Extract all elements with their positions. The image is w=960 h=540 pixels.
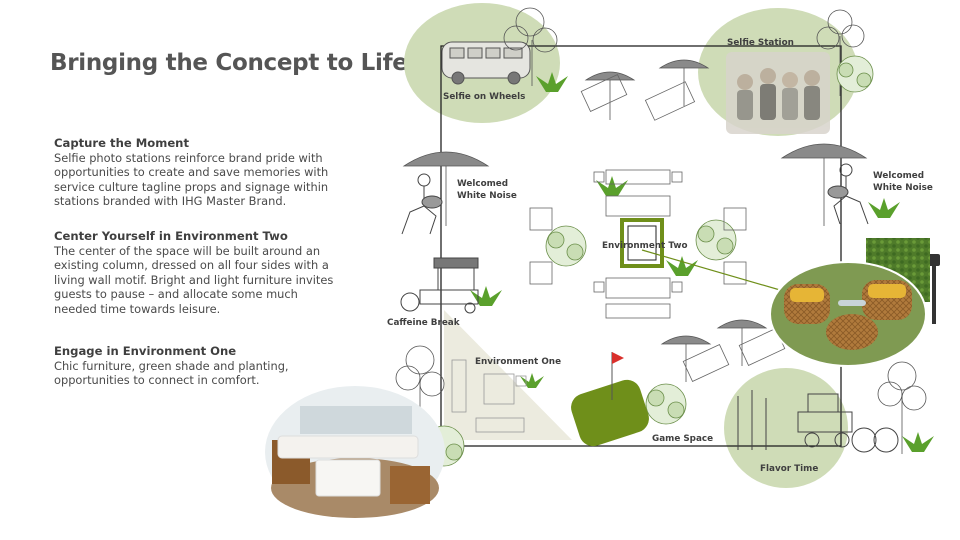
tree-sketch-icon [503,7,558,86]
food-cart-icon [737,390,899,453]
section-body: Chic furniture, green shade and planting… [54,358,289,388]
floor-plan-outline [440,45,842,447]
putting-green [571,352,649,447]
environment-one-lounge [451,359,527,433]
section-capture-the-moment: Capture the Moment Selfie photo stations… [54,136,354,209]
flavor-time-zone [724,368,848,488]
page-title: Bringing the Concept to Life [50,50,408,76]
connector-line [641,249,781,291]
label-flavor-time: Flavor Time [760,464,818,474]
section-environment-one: Engage in Environment One Chic furniture… [54,344,290,388]
label-selfie-on-wheels: Selfie on Wheels [443,92,525,102]
label-white-noise-left: White Noise [457,191,517,201]
van-icon [441,41,531,85]
label-white-noise-right: White Noise [873,183,933,193]
guitarist-icon [401,163,869,235]
living-wall-column [620,218,664,268]
label-welcomed-right: Welcomed [873,171,924,181]
environment-two-lounge [529,169,747,319]
section-heading: Capture the Moment [54,136,189,150]
section-body: Selfie photo stations reinforce brand pr… [54,150,329,209]
section-heading: Center Yourself in Environment Two [54,229,288,243]
section-heading: Engage in Environment One [54,344,237,358]
label-selfie-station: Selfie Station [727,38,794,48]
label-caffeine-break: Caffeine Break [387,318,461,328]
lamp-post-icon [928,254,940,324]
label-environment-two: Environment Two [602,241,688,251]
section-body: The center of the space will be built ar… [54,243,334,316]
umbrella-table-icon [402,59,868,382]
tree-sketch-icon [816,9,865,96]
label-game-space: Game Space [652,434,713,444]
outdoor-lounge-photo [769,238,930,367]
environment-one-furniture-photo [265,386,445,518]
label-environment-one: Environment One [475,357,561,367]
label-welcomed-left: Welcomed [457,179,508,189]
section-environment-two: Center Yourself in Environment Two The c… [54,229,340,316]
tree-sketch-icon [877,361,927,454]
flag-icon [612,352,624,364]
environment-one-zone [444,310,572,440]
coffee-cart-icon [400,257,479,314]
plant-icon [470,72,934,452]
selfie-station-photo [726,52,830,134]
